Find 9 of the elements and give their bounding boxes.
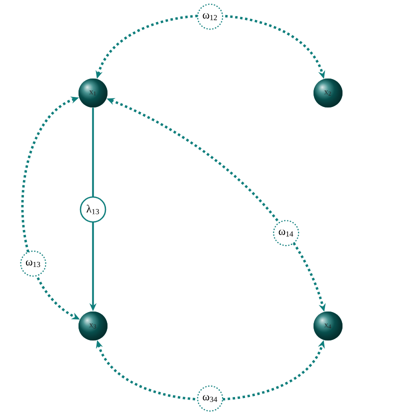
node-label: x$_{2}$	[324, 90, 331, 96]
edge-label: ω$_{14}$	[273, 220, 300, 246]
node-label: x$_{4}$	[324, 324, 332, 328]
edge-label: ω$_{12}$	[197, 4, 224, 30]
node-label: x$_{3}$	[89, 324, 96, 328]
edge-label: ω$_{34}$	[197, 385, 224, 412]
edge-label: λ$_{13}$	[80, 196, 106, 223]
node-label: x$_{1}$	[89, 90, 96, 96]
edge-label: ω$_{13}$	[20, 250, 46, 277]
